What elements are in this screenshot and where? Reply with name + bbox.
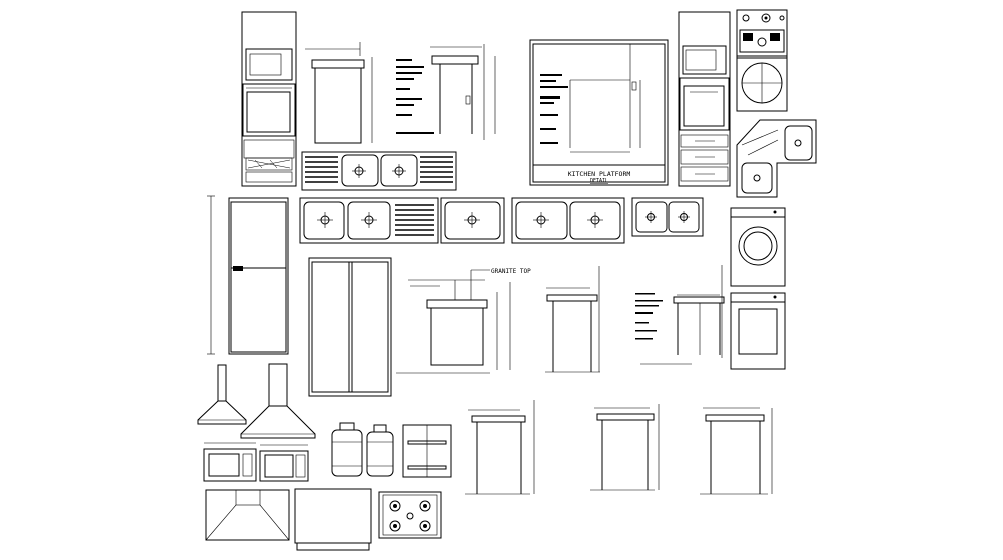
microwave-left [203,442,257,482]
tall-oven-unit-right [678,11,731,187]
double-sink-plain [511,197,625,244]
gas-hob-bottom [378,491,442,539]
base-cabinet-section-2 [545,266,600,373]
granite-top-label: GRANITE TOP [491,268,531,275]
double-sink-small [631,197,704,237]
double-sink-right-drain [299,197,439,244]
counter-block [294,488,372,551]
double-sink-drainboard [301,151,457,191]
gas-cylinders [331,422,394,477]
open-shelf [402,424,452,478]
base-cabinet-bottom-3 [700,407,773,495]
double-door-fridge [308,257,392,397]
platform-detail-small [635,265,725,365]
tall-oven-unit [241,11,297,187]
corner-sink [736,119,817,198]
base-cabinet-section-1 [305,42,496,144]
round-hob [736,55,788,112]
chimney-hood-left [197,364,247,425]
oven-front [730,292,786,370]
single-sink [440,197,505,244]
washing-machine [730,207,786,287]
granite-top-section: GRANITE TOP [396,268,531,374]
platform-subtitle-label: DETAIL [590,178,608,184]
hood-plan [205,489,290,541]
base-cabinet-bottom-1 [465,400,535,495]
chimney-hood-right [240,363,316,439]
platform-title-label: KITCHEN PLATFORM [568,170,631,178]
kitchen-platform-detail: KITCHEN PLATFORM DETAIL [529,39,669,186]
gas-hob-top-right [736,9,788,59]
refrigerator [207,195,289,355]
microwave-right [259,444,309,482]
base-cabinet-bottom-2 [590,404,660,491]
